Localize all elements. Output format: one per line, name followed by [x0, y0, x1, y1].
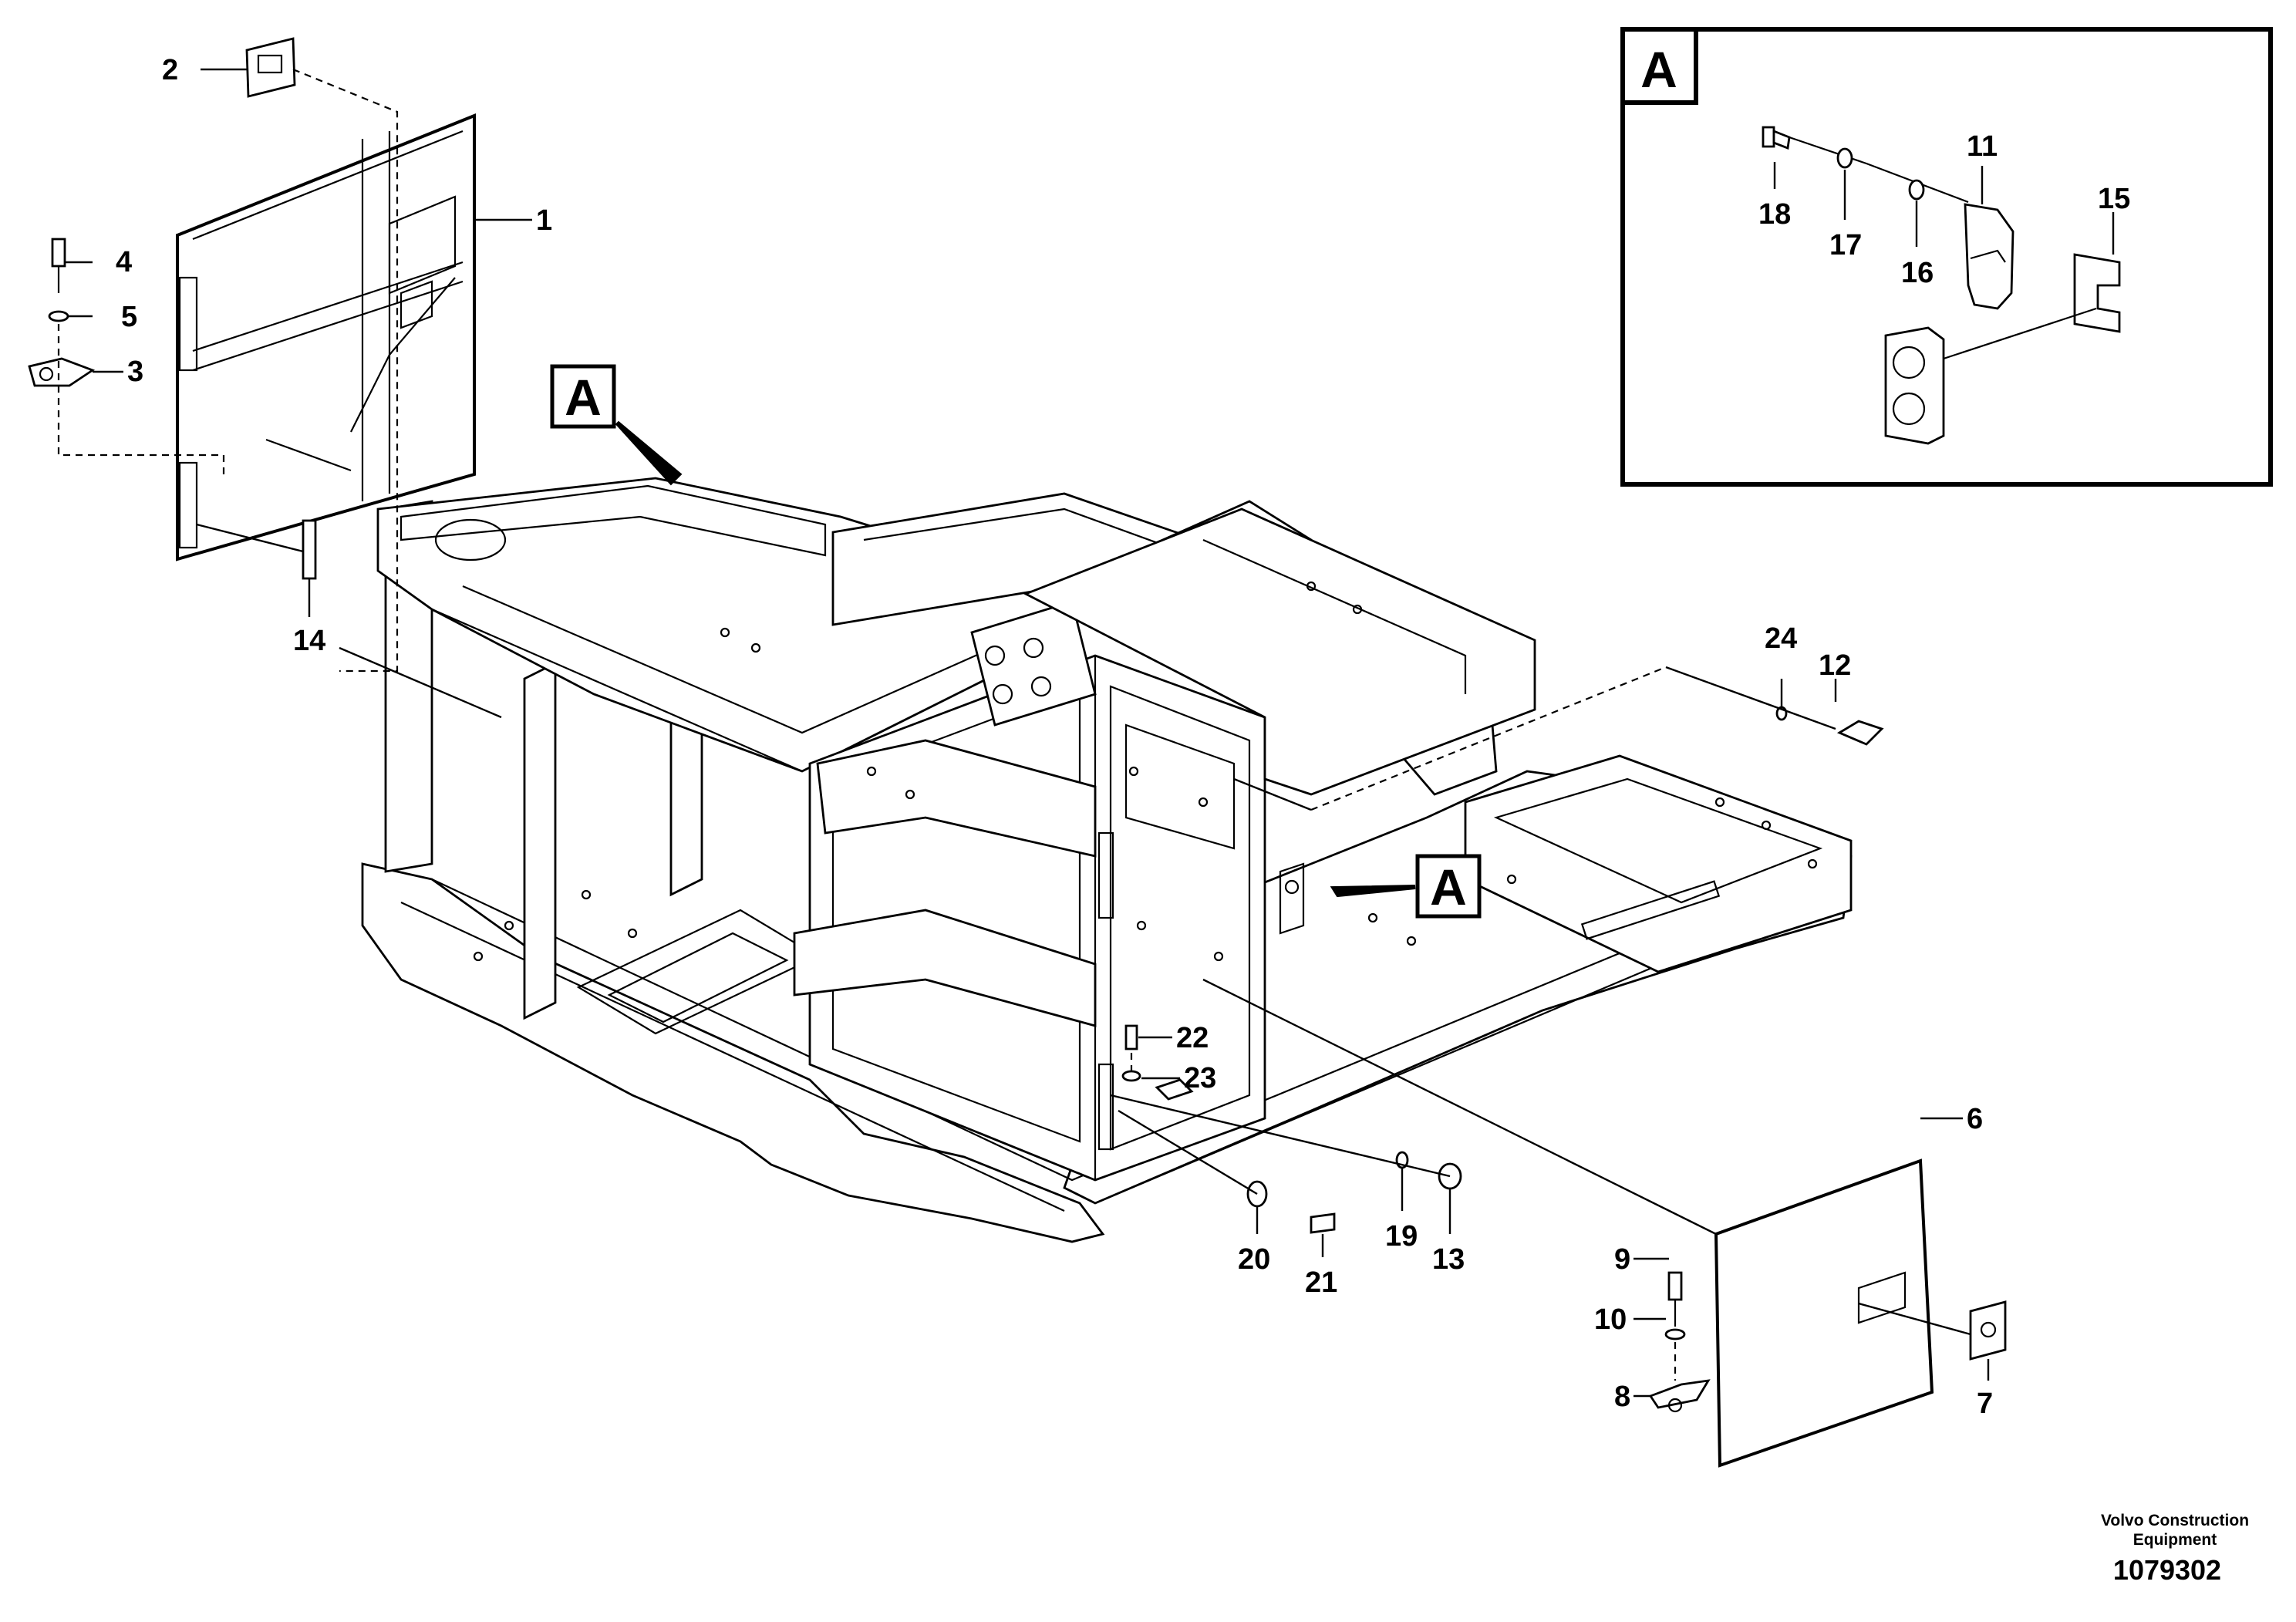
section-marker-letter: A: [565, 369, 602, 426]
small-fasteners: [1121, 706, 1884, 1234]
callout-23: 23: [1184, 1062, 1216, 1094]
callout-10: 10: [1594, 1303, 1627, 1336]
callout-12: 12: [1819, 649, 1851, 682]
callout-11: 11: [1967, 130, 1998, 163]
callout-13: 13: [1432, 1243, 1465, 1276]
section-marker-a-top: A: [550, 364, 683, 486]
callout-14: 14: [293, 625, 325, 657]
left-side-panel: [176, 113, 476, 561]
callout-24: 24: [1765, 622, 1797, 655]
part-3-4-5-latch-assembly: [28, 238, 96, 387]
callout-16: 16: [1901, 257, 1934, 289]
part-8-9-10-latch-assembly: [1648, 1271, 1711, 1413]
callout-22: 22: [1176, 1022, 1209, 1054]
part-14-striker: [302, 519, 317, 580]
section-marker-a-mid: A: [1330, 854, 1482, 919]
callout-5: 5: [121, 301, 137, 333]
callout-17: 17: [1829, 229, 1862, 261]
callout-9: 9: [1614, 1243, 1630, 1276]
callout-19: 19: [1385, 1220, 1418, 1253]
callout-labels: 1 2 3 4 5 6 7 8 9 10 11 12 13 14 15 16 1…: [116, 54, 2130, 1420]
callout-20: 20: [1238, 1243, 1270, 1276]
upper-frame-drawing: [361, 477, 1853, 1243]
callout-21: 21: [1305, 1266, 1337, 1299]
callout-2: 2: [162, 54, 178, 86]
callout-15: 15: [2098, 183, 2130, 215]
drawing-number: 1079302: [2113, 1554, 2221, 1586]
callout-8: 8: [1614, 1381, 1630, 1413]
part-2-catch: [245, 37, 296, 98]
footer-company-line2: Equipment: [2133, 1531, 2217, 1549]
callout-4: 4: [116, 246, 132, 278]
leader-lines: [57, 68, 1990, 1398]
right-side-panel: [1714, 1158, 2007, 1468]
callout-1: 1: [536, 204, 552, 237]
section-marker-letter: A: [1430, 858, 1467, 916]
footer: Volvo Construction Equipment 1079302: [2101, 1512, 2249, 1586]
callout-3: 3: [127, 356, 143, 388]
callout-7: 7: [1977, 1388, 1993, 1420]
footer-company-line1: Volvo Construction: [2101, 1512, 2249, 1529]
callout-18: 18: [1758, 198, 1791, 231]
detail-view-letter: A: [1640, 41, 1677, 98]
detail-view-a: A: [1620, 27, 2273, 487]
callout-6: 6: [1967, 1103, 1983, 1135]
